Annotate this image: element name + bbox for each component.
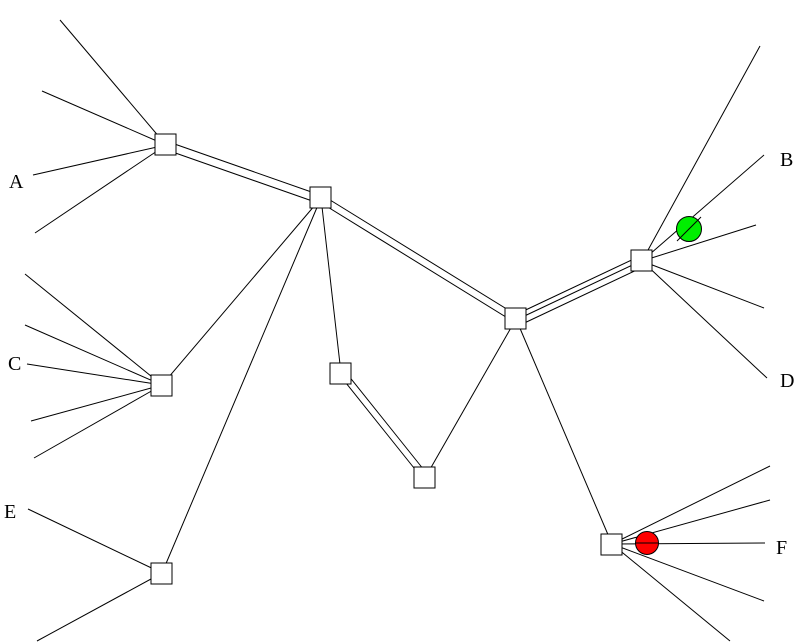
- link-n5-n6: [514, 255, 644, 327]
- spoke: [24, 324, 163, 386]
- spoke: [611, 543, 765, 602]
- spoke: [33, 384, 163, 459]
- leaf-label-b: B: [780, 149, 793, 171]
- spoke: [611, 465, 771, 545]
- link-n1-n2: [163, 140, 321, 204]
- node-box: [329, 362, 352, 385]
- spoke: [34, 144, 167, 234]
- marker-green-line: [676, 216, 702, 242]
- node-box: [150, 562, 173, 585]
- spoke: [641, 260, 765, 309]
- spoke: [611, 499, 771, 545]
- leaf-label-f: F: [776, 537, 787, 559]
- spoke: [59, 19, 167, 146]
- link-n2-n7: [320, 197, 342, 374]
- spoke: [36, 572, 163, 642]
- nodes: [150, 133, 653, 585]
- link-n7-n8: [337, 369, 429, 479]
- spoke: [30, 384, 163, 422]
- spoke: [24, 273, 163, 386]
- node-box: [309, 186, 332, 209]
- leaf-spokes: [24, 19, 771, 642]
- leaf-label-d: D: [780, 370, 794, 392]
- spoke: [26, 363, 163, 386]
- spoke: [27, 508, 163, 574]
- spoke: [641, 260, 768, 379]
- node-box: [413, 466, 436, 489]
- spoke: [41, 90, 167, 146]
- spoke: [641, 224, 757, 262]
- spoke: [611, 542, 766, 545]
- link-n8-n5: [424, 318, 517, 479]
- spoke: [641, 154, 765, 262]
- link-n2-n4: [161, 197, 322, 574]
- node-box: [154, 133, 177, 156]
- double-links: [163, 140, 644, 479]
- spoke: [611, 543, 731, 642]
- link-n2-n5: [317, 194, 519, 323]
- single-links: [161, 197, 613, 574]
- leaf-label-a: A: [9, 171, 24, 193]
- link-n5-n9: [515, 318, 613, 545]
- link-n2-n3: [161, 197, 322, 386]
- spoke: [32, 144, 167, 176]
- node-box: [150, 374, 173, 397]
- node-box: [600, 533, 623, 556]
- leaf-label-c: C: [8, 353, 21, 375]
- leaf-label-e: E: [4, 501, 16, 523]
- spoke: [641, 45, 761, 262]
- node-box: [504, 307, 527, 330]
- node-box: [630, 249, 653, 272]
